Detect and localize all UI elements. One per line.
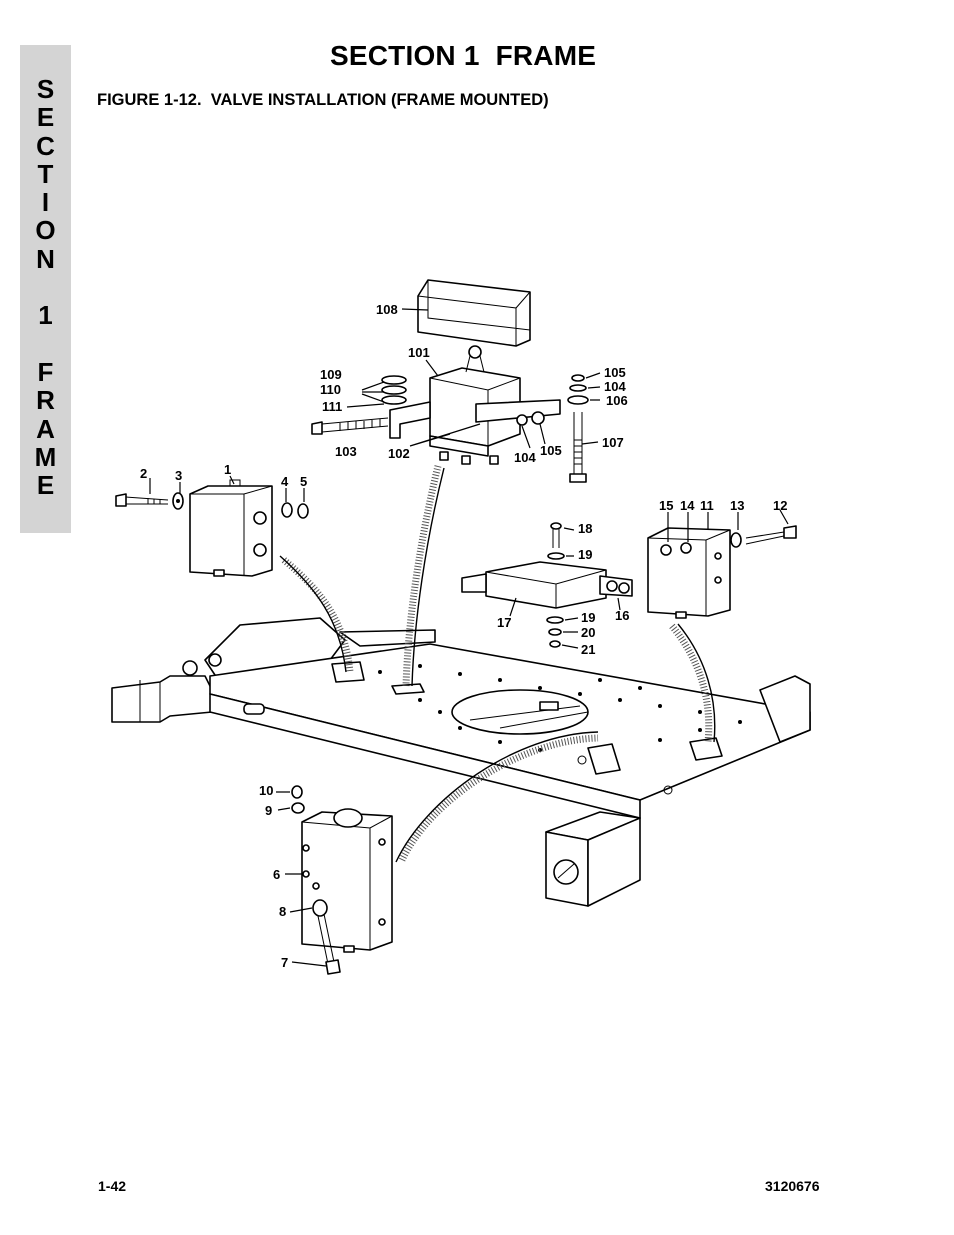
opening-fitting: [539, 701, 559, 711]
callout-4: 4: [281, 474, 289, 489]
callout-14: 14: [680, 498, 695, 513]
callout-13: 13: [730, 498, 744, 513]
hose-edge: [411, 467, 445, 687]
callout-106: 106: [606, 393, 628, 408]
callout-105: 105: [540, 443, 562, 458]
hose-edge: [677, 623, 716, 743]
callout-105: 105: [604, 365, 626, 380]
callout-107: 107: [602, 435, 624, 450]
callout-11: 11: [700, 498, 714, 513]
box-beam-bore: [553, 859, 579, 885]
callout-8: 8: [279, 904, 286, 919]
callout-19: 19: [578, 547, 592, 562]
callout-12: 12: [773, 498, 787, 513]
hose-edge: [395, 731, 599, 863]
callout-111: 111: [322, 399, 342, 414]
part-4-5-nuts: [281, 502, 309, 519]
plate-fitting: [689, 737, 723, 761]
callout-109: 109: [320, 367, 342, 382]
box-beam-bore-line: [557, 863, 575, 879]
part-108-cover: [417, 279, 531, 347]
box-beam-side: [587, 817, 641, 907]
plate-fitting: [331, 661, 365, 683]
leader-lines: [149, 308, 789, 967]
hydraulic-hoses: [279, 465, 716, 863]
side-tab-letter: R: [36, 385, 55, 416]
pivot-pin: [182, 660, 198, 676]
side-tab-letter: E: [36, 470, 55, 501]
page-title: SECTION 1 FRAME: [330, 40, 597, 71]
callout-9: 9: [265, 803, 272, 818]
frame-top-bracket: [339, 629, 436, 647]
side-tab-letter: T: [37, 158, 54, 189]
side-tab-letter: A: [36, 413, 55, 444]
callout-21: 21: [581, 642, 595, 657]
part-17-valve: [461, 522, 633, 648]
hose: [398, 734, 599, 862]
side-tab-letter: 1: [38, 300, 53, 331]
part-6-valve: [291, 785, 393, 975]
frame-left-bracket: [111, 675, 213, 723]
side-tab-letter: S: [36, 74, 55, 104]
opening-bar: [469, 705, 589, 729]
part-107-bolt-stack: [567, 374, 589, 483]
callout-101: 101: [408, 345, 430, 360]
document-number: 3120676: [765, 1178, 820, 1194]
callout-7: 7: [281, 955, 288, 970]
side-tab-letter: I: [41, 187, 50, 218]
callout-17: 17: [497, 615, 511, 630]
frame-assembly: [111, 617, 811, 907]
callout-104: 104: [604, 379, 626, 394]
callout-16: 16: [615, 608, 629, 623]
side-tab-letter: O: [35, 215, 56, 246]
callout-labels: 108 101 109 110 111 103 102 104 105 105 …: [140, 302, 787, 970]
part-103-bolt: [311, 417, 389, 435]
side-tab-letter: F: [37, 356, 54, 387]
side-tab-letter: M: [34, 441, 57, 472]
plate-fitting: [587, 743, 621, 775]
side-tab-letters: S E C T I O N 1 F R A M E: [20, 74, 71, 501]
callout-15: 15: [659, 498, 673, 513]
callout-102: 102: [388, 446, 410, 461]
rear-beam: [759, 675, 811, 743]
page-number: 1-42: [98, 1178, 127, 1194]
part-1-valve: [189, 479, 273, 577]
side-tab-letter: E: [36, 102, 55, 133]
part-2-3-bolt-washer: [115, 492, 184, 510]
frame-left-bracket-edge: [139, 680, 161, 722]
part-11-valve: [647, 525, 797, 619]
plate-pad: [391, 683, 425, 695]
callout-110: 110: [320, 382, 341, 397]
part-101-valve: [381, 345, 561, 465]
callout-108: 108: [376, 302, 398, 317]
hose-edge: [279, 555, 347, 673]
callout-10: 10: [259, 783, 273, 798]
side-tab-letter: N: [36, 243, 55, 274]
side-tab-letter: C: [36, 130, 55, 161]
callout-18: 18: [578, 521, 592, 536]
callout-19: 19: [581, 610, 595, 625]
center-opening: [451, 689, 589, 735]
callout-103: 103: [335, 444, 357, 459]
figure-title: FIGURE 1-12. VALVE INSTALLATION (FRAME M…: [97, 91, 549, 109]
callout-20: 20: [581, 625, 595, 640]
callout-2: 2: [140, 466, 147, 481]
callout-104: 104: [514, 450, 536, 465]
callout-3: 3: [175, 468, 182, 483]
hose: [669, 623, 713, 743]
callout-5: 5: [300, 474, 307, 489]
callout-6: 6: [273, 867, 280, 882]
pivot-pin: [208, 653, 222, 667]
callout-1: 1: [224, 462, 231, 477]
plate-slot: [243, 703, 265, 715]
section-side-tab: S E C T I O N 1 F R A M E: [20, 45, 71, 533]
